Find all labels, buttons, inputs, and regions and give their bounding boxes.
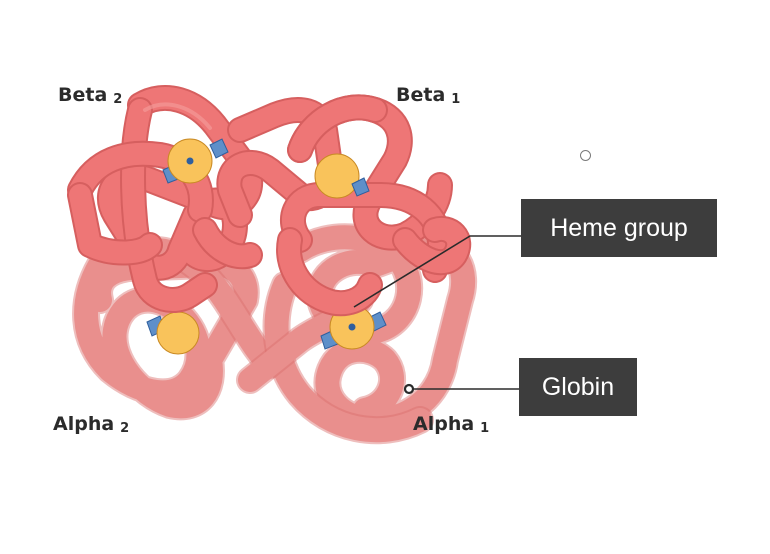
- heme-leader-line: [353, 235, 521, 308]
- label-beta2-name: Beta: [58, 84, 108, 106]
- label-alpha2: Alpha 2: [53, 413, 130, 436]
- label-alpha1: Alpha 1: [413, 413, 490, 436]
- label-beta1: Beta 1: [396, 84, 461, 107]
- label-alpha2-name: Alpha: [53, 413, 115, 435]
- label-alpha1-name: Alpha: [413, 413, 475, 435]
- heme-beta1: [314, 153, 370, 199]
- label-beta2-index: 2: [113, 92, 123, 107]
- label-beta2: Beta 2: [58, 84, 123, 107]
- label-beta1-index: 1: [451, 92, 461, 107]
- globin-callout: Globin: [519, 358, 637, 416]
- small-circle-marker: [580, 150, 591, 161]
- globin-marker-dot: [403, 383, 415, 395]
- label-beta1-name: Beta: [396, 84, 446, 106]
- heme-beta2: [162, 138, 229, 184]
- label-alpha2-index: 2: [120, 421, 130, 436]
- heme-group-callout: Heme group: [521, 199, 717, 257]
- label-alpha1-index: 1: [480, 421, 490, 436]
- heme-alpha2: [146, 311, 200, 355]
